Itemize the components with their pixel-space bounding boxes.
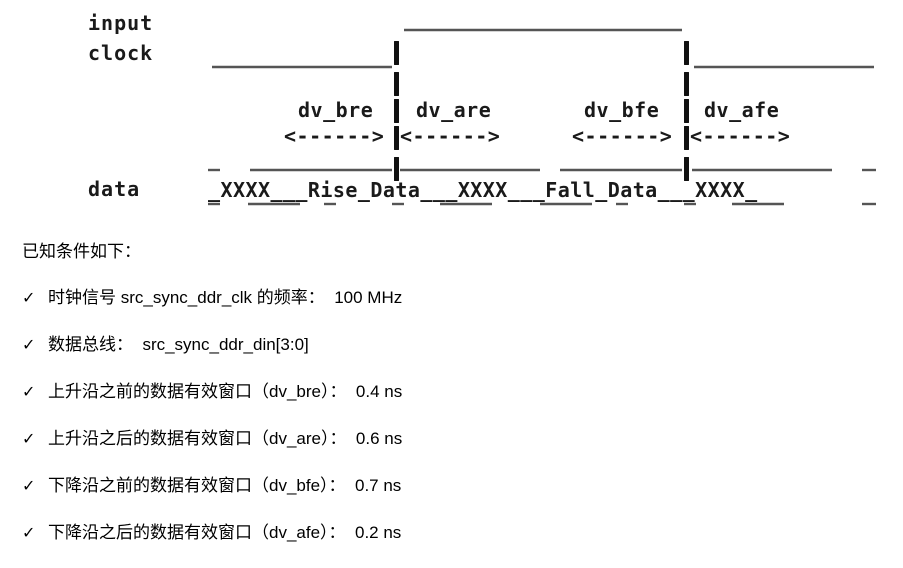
data-waveform-text: _XXXX___Rise_Data___XXXX___Fall_Data___X…	[208, 178, 758, 202]
list-item: ✓ 下降沿之后的数据有效窗口（dv_afe）： 0.2 ns	[0, 521, 903, 568]
conditions-bullet-list: ✓ 时钟信号 src_sync_ddr_clk 的频率： 100 MHz ✓ 数…	[0, 286, 903, 568]
bullet-text-dv-are: 上升沿之后的数据有效窗口（dv_are）： 0.6 ns	[48, 429, 403, 448]
list-item: ✓ 上升沿之后的数据有效窗口（dv_are）： 0.6 ns	[0, 427, 903, 474]
list-item: ✓ 数据总线： src_sync_ddr_din[3:0]	[0, 333, 903, 380]
window-label-dv-afe: dv_afe	[704, 98, 779, 122]
bullet-text-clock-frequency: 时钟信号 src_sync_ddr_clk 的频率： 100 MHz	[48, 288, 403, 307]
arrow-dv-are: <------>	[400, 124, 500, 148]
rising-edge-marker	[394, 41, 399, 181]
arrow-dv-bfe: <------>	[572, 124, 672, 148]
clock-label-line1: input	[88, 11, 153, 35]
arrow-dv-bre: <------>	[284, 124, 384, 148]
window-label-dv-bfe: dv_bfe	[584, 98, 659, 122]
check-icon: ✓	[22, 335, 36, 354]
falling-edge-marker	[684, 41, 689, 181]
check-icon: ✓	[22, 288, 36, 307]
check-icon: ✓	[22, 429, 36, 448]
window-label-dv-are: dv_are	[416, 98, 491, 122]
conditions-intro: 已知条件如下：	[22, 242, 141, 261]
bullet-text-data-bus: 数据总线： src_sync_ddr_din[3:0]	[48, 335, 309, 354]
bullet-text-dv-afe: 下降沿之后的数据有效窗口（dv_afe）： 0.2 ns	[48, 523, 402, 542]
list-item: ✓ 上升沿之前的数据有效窗口（dv_bre）： 0.4 ns	[0, 380, 903, 427]
timing-diagram-svg: input clock data dv_bre dv_are dv_bf	[88, 11, 876, 206]
timing-diagram: input clock data dv_bre dv_are dv_bf	[0, 0, 903, 218]
list-item: ✓ 时钟信号 src_sync_ddr_clk 的频率： 100 MHz	[0, 286, 903, 333]
check-icon: ✓	[22, 382, 36, 401]
bullet-text-dv-bfe: 下降沿之前的数据有效窗口（dv_bfe）： 0.7 ns	[48, 476, 402, 495]
list-item: ✓ 下降沿之前的数据有效窗口（dv_bfe）： 0.7 ns	[0, 474, 903, 521]
clock-label-line2: clock	[88, 41, 153, 65]
data-label: data	[88, 177, 140, 201]
bullet-text-dv-bre: 上升沿之前的数据有效窗口（dv_bre）： 0.4 ns	[48, 382, 403, 401]
check-icon: ✓	[22, 523, 36, 542]
check-icon: ✓	[22, 476, 36, 495]
window-label-dv-bre: dv_bre	[298, 98, 373, 122]
arrow-dv-afe: <------>	[690, 124, 790, 148]
